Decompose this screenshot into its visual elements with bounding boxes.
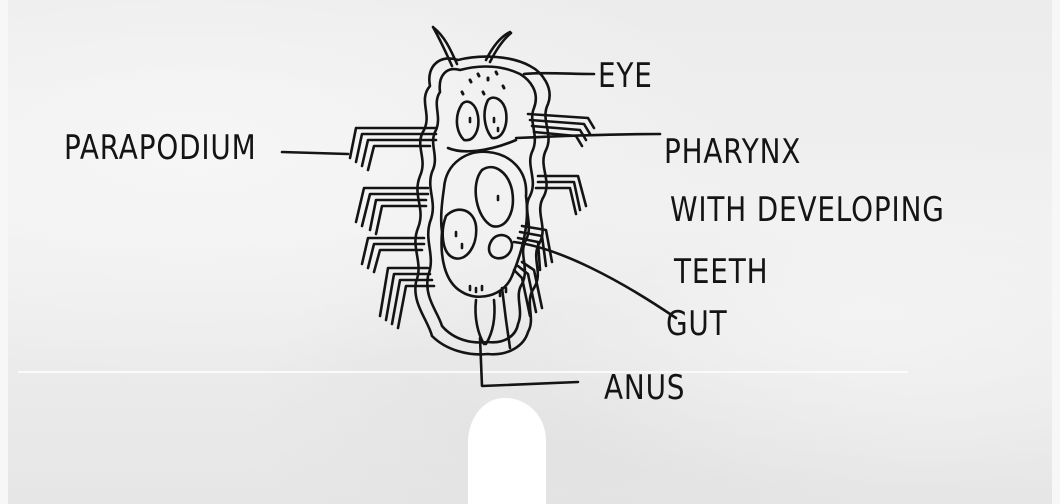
label-pharynx-line3: TEETH bbox=[674, 252, 768, 292]
label-eye: EYE bbox=[598, 56, 653, 96]
horns bbox=[433, 27, 511, 66]
label-pharynx-line2: WITH DEVELOPING bbox=[670, 190, 945, 230]
gut bbox=[441, 152, 527, 344]
pharynx bbox=[448, 98, 516, 152]
parapodia-right bbox=[502, 114, 594, 348]
label-gut: GUT bbox=[666, 304, 728, 344]
label-anus: ANUS bbox=[604, 368, 685, 408]
eye-dots bbox=[462, 72, 504, 94]
parapodium-leader bbox=[282, 152, 348, 154]
eye-leader bbox=[524, 73, 594, 74]
label-pharynx: PHARYNX bbox=[664, 132, 801, 172]
anus-leader bbox=[480, 338, 578, 386]
label-parapodium: PARAPODIUM bbox=[64, 128, 257, 168]
pharynx-leader bbox=[516, 134, 660, 138]
